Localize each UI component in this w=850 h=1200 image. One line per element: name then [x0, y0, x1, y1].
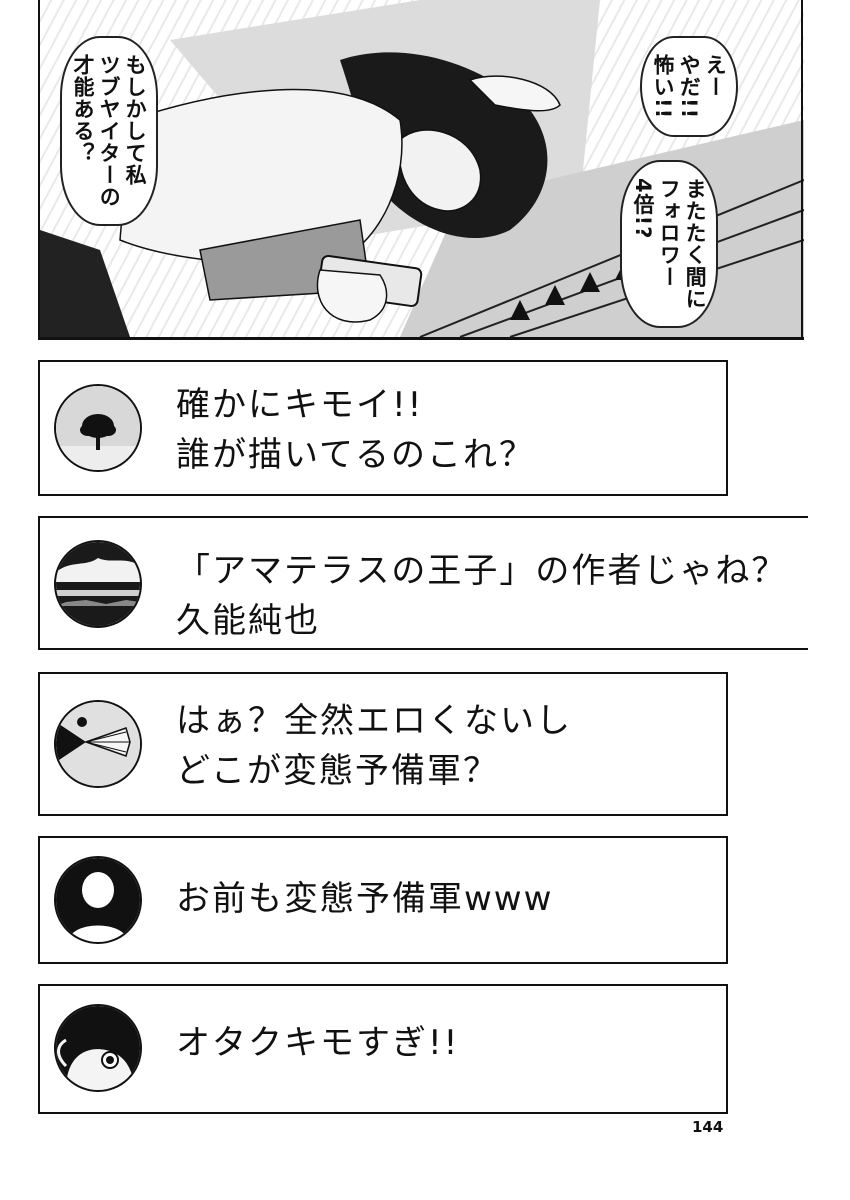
comment-line: 久能純也: [176, 601, 320, 641]
page-number: 144: [692, 1118, 724, 1136]
comment-text: 「アマテラスの王子」の作者じゃね？ 久能純也: [176, 546, 787, 646]
comment-text: お前も変態予備軍www: [176, 874, 553, 924]
comment-line: オタクキモすぎ!!: [176, 1023, 460, 1063]
fan-hand-icon: [54, 700, 142, 788]
comment-line: はぁ？全然エロくないし: [176, 701, 572, 741]
anime-face-icon: [54, 1004, 142, 1092]
speech-line: フォロワー: [657, 178, 682, 288]
speech-bubble-right-bottom: またたく間に フォロワー 4倍!?: [620, 160, 719, 328]
comment-card: 「アマテラスの王子」の作者じゃね？ 久能純也: [38, 516, 808, 650]
sunset-cloud-landscape-icon: [54, 540, 142, 628]
speech-bubble-left: もしかして私 ツブヤイターの 才能ある？: [60, 36, 159, 226]
default-user-icon: [54, 856, 142, 944]
tree-silhouette-icon: [54, 384, 142, 472]
speech-line: 怖い!!: [651, 54, 676, 120]
comment-line: どこが変態予備軍？: [176, 751, 499, 791]
speech-line: 4倍!?: [631, 178, 656, 240]
comment-text: はぁ？全然エロくないし どこが変態予備軍？: [176, 696, 572, 796]
speech-line: ツブヤイターの: [97, 54, 122, 208]
speech-line: もしかして私: [123, 54, 148, 186]
speech-line: 才能ある？: [71, 54, 96, 164]
manga-panel: もしかして私 ツブヤイターの 才能ある？ えー やだ!! 怖い!! またたく間に…: [38, 0, 804, 340]
comment-card: オタクキモすぎ!!: [38, 984, 728, 1114]
panel-artwork: [40, 0, 804, 337]
comment-card: はぁ？全然エロくないし どこが変態予備軍？: [38, 672, 728, 816]
comment-line: お前も変態予備軍www: [176, 879, 554, 919]
comment-line: 「アマテラスの王子」の作者じゃね？: [176, 551, 788, 591]
comment-card: 確かにキモイ!! 誰が描いてるのこれ？: [38, 360, 728, 496]
comment-line: 誰が描いてるのこれ？: [176, 435, 535, 475]
comment-text: 確かにキモイ!! 誰が描いてるのこれ？: [176, 380, 535, 480]
comment-line: 確かにキモイ!!: [176, 385, 424, 425]
speech-bubble-right-top: えー やだ!! 怖い!!: [640, 36, 739, 138]
speech-line: またたく間に: [683, 178, 708, 310]
speech-line: えー: [703, 54, 728, 98]
comment-card: お前も変態予備軍www: [38, 836, 728, 964]
speech-line: やだ!!: [677, 54, 702, 120]
comment-text: オタクキモすぎ!!: [176, 1018, 459, 1068]
